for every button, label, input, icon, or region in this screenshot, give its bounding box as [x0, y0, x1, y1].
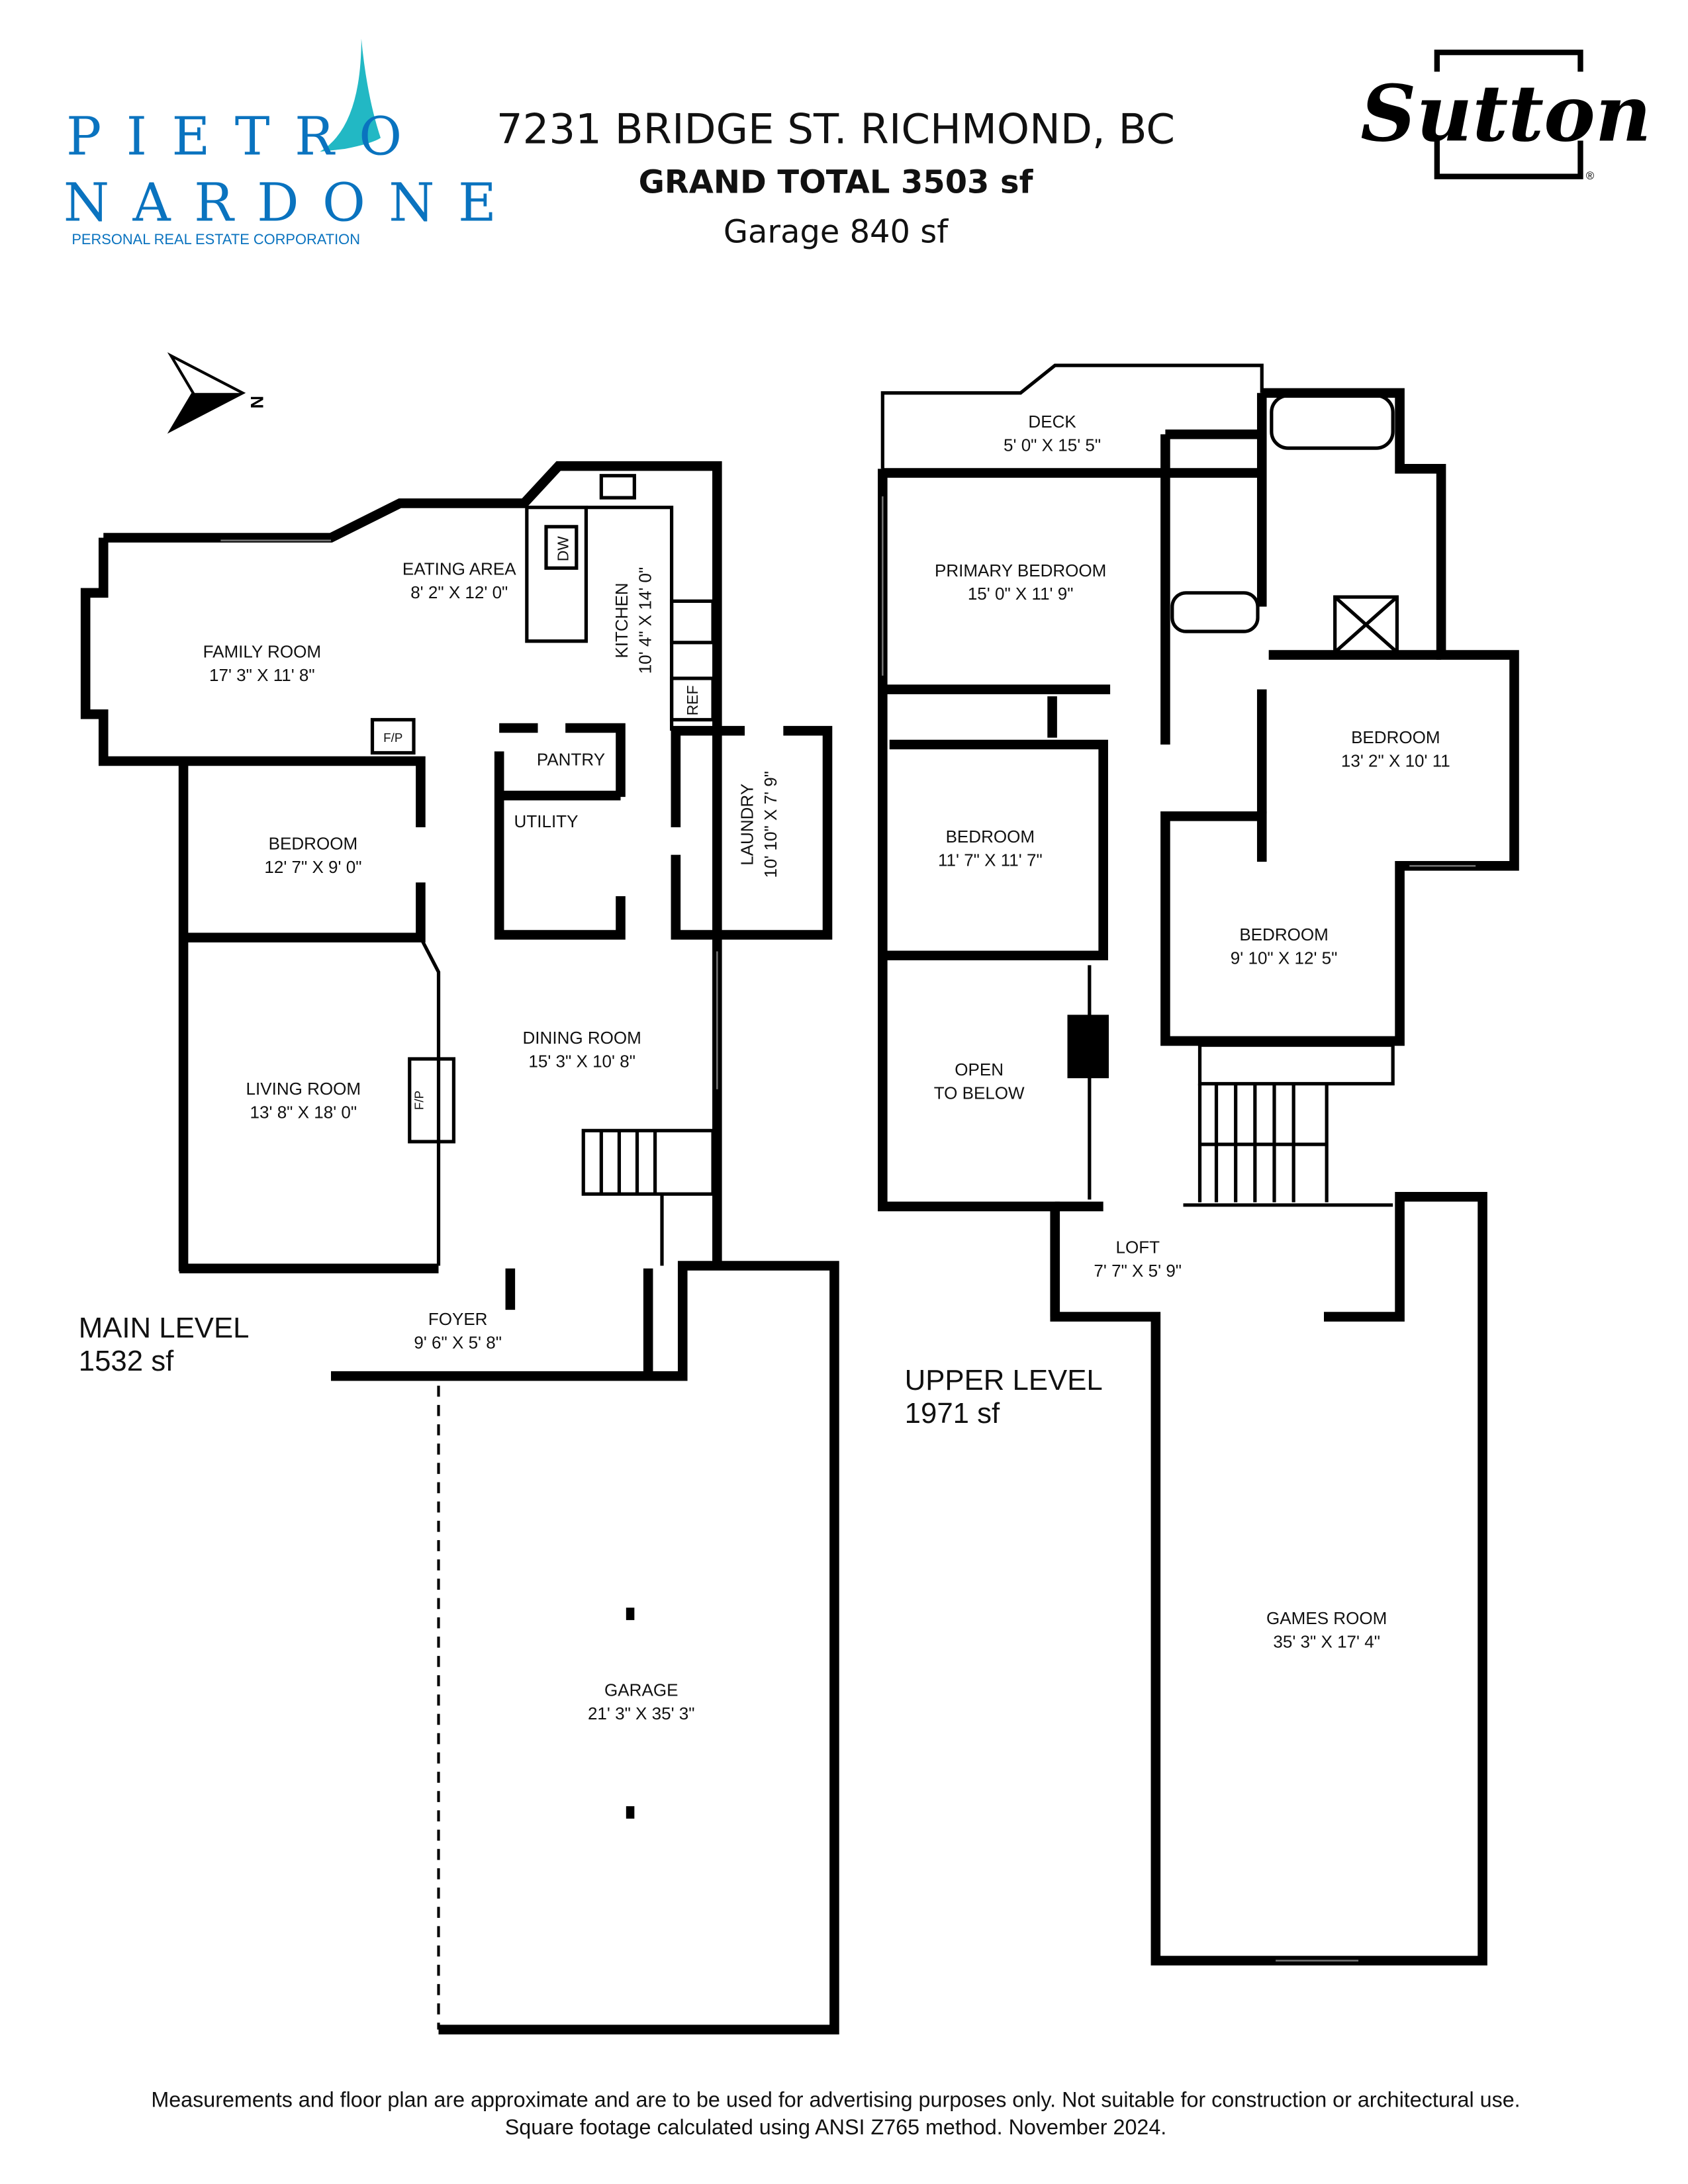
- north-label: N: [247, 396, 267, 409]
- main-level-area: 1532 sf: [79, 1345, 174, 1377]
- agent-tagline: PERSONAL REAL ESTATE CORPORATION: [71, 231, 360, 248]
- upper-level-title: UPPER LEVEL: [905, 1364, 1103, 1396]
- upper-level-labels: DECK 5' 0" X 15' 5" PRIMARY BEDROOM 15' …: [905, 412, 1450, 1652]
- room-dims: 10' 4" X 14' 0": [635, 567, 655, 674]
- refrigerator-label: REF: [684, 685, 701, 715]
- sutton-logo: Sutton ®: [1360, 50, 1652, 182]
- room-dims: 17' 3" X 11' 8": [209, 665, 315, 685]
- room-name: FOYER: [428, 1309, 488, 1329]
- room-dims: 10' 10" X 7' 9": [761, 771, 780, 878]
- room-name: FAMILY ROOM: [203, 642, 321, 662]
- room-dims: 9' 6" X 5' 8": [414, 1333, 502, 1353]
- main-level-labels: FAMILY ROOM 17' 3" X 11' 8" EATING AREA …: [79, 536, 780, 1723]
- sail-icon: [320, 38, 381, 152]
- grand-total: GRAND TOTAL 3503 sf: [639, 165, 1034, 201]
- room-dims: 5' 0" X 15' 5": [1004, 435, 1101, 455]
- room-name: PRIMARY BEDROOM: [935, 561, 1106, 580]
- room-name: UTILITY: [514, 811, 579, 831]
- main-stairs: [581, 1128, 715, 1266]
- pietro-nardone-logo: PIETRO NARDONE PERSONAL REAL ESTATE CORP…: [64, 38, 520, 248]
- disclaimer: Measurements and floor plan are approxim…: [151, 2087, 1520, 2111]
- room-name: EATING AREA: [402, 559, 516, 579]
- room-name-line2: TO BELOW: [934, 1083, 1025, 1103]
- brokerage-name: Sutton: [1360, 68, 1651, 159]
- room-dims: 15' 0" X 11' 9": [968, 584, 1074, 604]
- room-name: GARAGE: [604, 1680, 678, 1700]
- upper-stairs: [1183, 1043, 1395, 1207]
- garage-total: Garage 840 sf: [724, 214, 949, 251]
- room-dims: 8' 2" X 12' 0": [410, 582, 508, 602]
- room-name: BEDROOM: [269, 833, 358, 853]
- agent-name-last: NARDONE: [64, 172, 520, 233]
- room-name: LAUNDRY: [737, 784, 757, 866]
- room-name: DINING ROOM: [523, 1028, 641, 1048]
- north-arrow-icon: N: [167, 352, 267, 434]
- room-dims: 13' 8" X 18' 0": [250, 1103, 357, 1122]
- room-name: BEDROOM: [1239, 925, 1329, 944]
- room-dims: 9' 10" X 12' 5": [1231, 948, 1338, 968]
- room-name: DECK: [1028, 412, 1076, 432]
- room-dims: 21' 3" X 35' 3": [588, 1704, 695, 1723]
- room-name: GAMES ROOM: [1266, 1608, 1387, 1628]
- main-level-title: MAIN LEVEL: [79, 1312, 250, 1344]
- room-name: BEDROOM: [946, 827, 1035, 846]
- property-address: 7231 BRIDGE ST. RICHMOND, BC: [496, 105, 1175, 154]
- dishwasher-label: DW: [554, 536, 571, 562]
- room-name: PANTRY: [537, 749, 605, 769]
- room-name: LIVING ROOM: [246, 1079, 361, 1099]
- upper-level-plan: [878, 363, 1519, 1966]
- room-name: KITCHEN: [612, 582, 632, 658]
- main-level-plan: [80, 461, 839, 2034]
- room-dims: 11' 7" X 11' 7": [938, 850, 1043, 870]
- room-dims: 13' 2" X 10' 11: [1341, 751, 1450, 770]
- method-note: Square footage calculated using ANSI Z76…: [505, 2115, 1167, 2139]
- agent-name-first: PIETRO: [66, 106, 427, 167]
- room-name: OPEN: [955, 1060, 1004, 1079]
- room-dims: 35' 3" X 17' 4": [1273, 1632, 1380, 1652]
- upper-level-area: 1971 sf: [905, 1397, 1000, 1430]
- room-dims: 12' 7" X 9' 0": [264, 857, 361, 877]
- room-name: BEDROOM: [1351, 727, 1440, 747]
- room-dims: 7' 7" X 5' 9": [1094, 1261, 1182, 1281]
- room-name: LOFT: [1115, 1238, 1160, 1257]
- fireplace-label: F/P: [412, 1091, 426, 1110]
- room-dims: 15' 3" X 10' 8": [528, 1052, 635, 1071]
- svg-text:®: ®: [1586, 169, 1595, 182]
- fireplace-label: F/P: [383, 731, 402, 745]
